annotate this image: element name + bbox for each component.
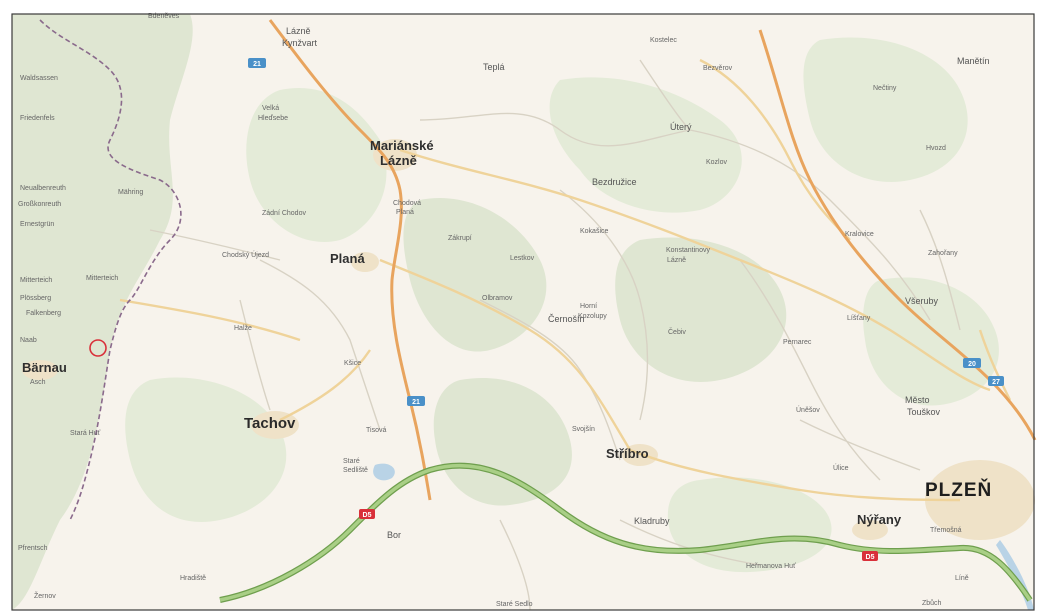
label-cebiv: Čebiv: [668, 327, 686, 336]
label-svojsin: Svojšín: [572, 426, 595, 433]
label-kostelec: Kostelec: [650, 37, 677, 44]
shield-27: 27: [988, 376, 1004, 386]
circle-marker[interactable]: [89, 339, 107, 357]
label-mesto-touskov-2: Touškov: [907, 407, 941, 417]
label-pernarec: Pernarec: [783, 339, 812, 346]
shield-d5-west: D5: [359, 509, 375, 519]
shield-label: 21: [253, 61, 261, 68]
label-marktleuthen: Mitterteich: [20, 277, 52, 284]
label-nyrany: Nýřany: [857, 512, 902, 527]
label-horni-kozolupy: Horní: [580, 303, 597, 310]
minor-roads: [149, 59, 961, 611]
label-marianske-lazne-1: Mariánské: [370, 138, 434, 153]
label-utery: Úterý: [670, 122, 692, 132]
shield-label: 21: [412, 399, 420, 406]
label-vseruby: Všeruby: [905, 296, 939, 306]
label-hvozd: Hvozd: [926, 145, 946, 152]
label-neualbenreuth: Neualbenreuth: [20, 185, 66, 192]
label-bezvel: Bezvěrov: [703, 65, 733, 72]
label-grossenkonreuth: Großkonreuth: [18, 201, 61, 208]
label-konstantinovy-lazne: Konstantinovy: [666, 247, 710, 254]
label-kladruby: Kladruby: [634, 516, 670, 526]
shield-label: 27: [992, 379, 1000, 386]
label-manetin: Manětín: [957, 56, 990, 66]
motorway-d5: [219, 462, 1033, 603]
label-marianske-lazne-2: Lázně: [380, 153, 417, 168]
label-ulice: Úlice: [833, 463, 849, 472]
label-lazne-kynzvart-1: Lázně: [286, 26, 311, 36]
shield-label: D5: [866, 554, 875, 561]
map-frame: [11, 13, 1035, 611]
label-lina: Líně: [955, 575, 969, 582]
label-stare-sedliste: Staré: [343, 458, 360, 465]
label-halze: Halže: [234, 325, 252, 332]
national-border: [39, 19, 182, 521]
label-mitterteich: Mitterteich: [86, 275, 118, 282]
labels-major-towns: Mariánské Lázně Planá Tachov Stříbro Nýř…: [22, 138, 992, 527]
label-stara-huta: Stará Huť: [70, 430, 101, 437]
secondary-roads: [119, 58, 1012, 502]
urban-areas: [22, 139, 1035, 540]
label-flossenbürg: Plössberg: [20, 295, 51, 302]
label-stribro: Stříbro: [606, 446, 649, 461]
label-kiadov: Kšice: [344, 360, 361, 367]
shield-label: D5: [363, 512, 372, 519]
label-pfrentsch: Pfrentsch: [18, 545, 48, 552]
label-zbuch: Zbůch: [922, 599, 942, 607]
road-shields: 21 21 D5 D5 20 27: [248, 58, 1004, 561]
shield-21-south: 21: [407, 396, 425, 406]
label-hradiste: Hradiště: [180, 575, 206, 582]
label-nasen: Naab: [20, 337, 37, 344]
label-kokasice: Kokašice: [580, 228, 609, 235]
label-zerlow: Žernov: [34, 591, 56, 600]
label-stare-sedlo: Staré Sedlo: [496, 601, 533, 608]
label-lazne-kynzvart-2: Kynžvart: [282, 38, 318, 48]
label-nectiny: Nečtiny: [873, 85, 897, 92]
label-velka-hledsebe: Velká: [262, 105, 279, 112]
label-plzen: PLZEŇ: [925, 479, 992, 501]
shield-label: 20: [968, 361, 976, 368]
label-cernosin: Černošín: [548, 314, 585, 324]
label-chodsky-ujezd: Chodský Újezd: [222, 250, 269, 259]
label-horni-kozolupy: Kozolupy: [578, 313, 607, 320]
label-zahorany: Zahořany: [928, 250, 958, 257]
label-chodova-plana: Planá: [396, 209, 414, 216]
label-lestkov: Lestkov: [510, 255, 535, 262]
label-trevin: Třemošná: [930, 527, 962, 534]
label-tisova: Tisová: [366, 427, 386, 434]
label-chodova-plana: Chodová: [393, 200, 421, 207]
shield-20-east: 20: [963, 358, 981, 368]
label-olbramov: Olbramov: [482, 295, 513, 302]
label-tepla: Teplá: [483, 62, 505, 72]
label-dolni-zandov: Zádní Chodov: [262, 210, 306, 217]
label-bezdruzice: Bezdružice: [592, 177, 637, 187]
label-kralovice: Kralovice: [845, 231, 874, 238]
label-kozlov: Kozlov: [706, 159, 728, 166]
label-mainoug: Mähring: [118, 189, 143, 196]
label-bor: Bor: [387, 530, 401, 540]
label-waldsassen: Waldsassen: [20, 75, 58, 82]
label-heiligenkreuz: Heřmanova Huť: [746, 563, 796, 570]
label-bdeneves: Bdeněves: [148, 13, 180, 20]
label-velka-hledsebe: Hleďsebe: [258, 115, 288, 122]
labels-small-villages: Chodová Planá Lestkov Zádní Chodov Chods…: [18, 13, 969, 608]
label-zakroup: Zákrupí: [448, 235, 472, 242]
label-erbendorf: Ernestgrün: [20, 221, 54, 228]
labels-minor-towns: Lázně Kynžvart Teplá Manětín Bezdružice …: [282, 26, 990, 540]
shield-d5-east: D5: [862, 551, 878, 561]
label-konstantinovy-lazne: Lázně: [667, 257, 686, 264]
label-ustin: Úněšov: [796, 405, 820, 414]
label-tachov: Tachov: [244, 415, 296, 432]
label-barnau: Bärnau: [22, 360, 67, 375]
label-lisiny: Líšťany: [847, 315, 871, 322]
label-plana: Planá: [330, 251, 365, 266]
label-friedenfels: Friedenfels: [20, 115, 55, 122]
label-stare-sedliste: Sedliště: [343, 467, 368, 474]
label-mesto-touskov-1: Město: [905, 395, 930, 405]
label-ahornberg: Asch: [30, 379, 46, 386]
shield-21-north: 21: [248, 58, 266, 68]
label-falkenberg: Falkenberg: [26, 310, 61, 317]
primary-roads: [268, 19, 1037, 501]
